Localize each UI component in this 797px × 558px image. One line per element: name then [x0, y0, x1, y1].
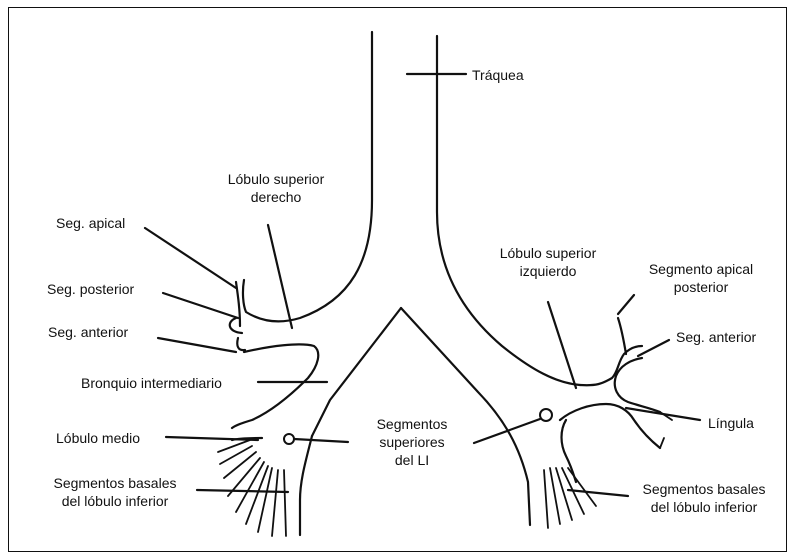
leader-lobulo-superior-izq — [548, 302, 576, 388]
left-apical-posterior-branch — [618, 318, 626, 354]
label-seg-anterior-izq: Seg. anterior — [676, 328, 756, 346]
label-traquea: Tráquea — [472, 66, 524, 84]
leader-seg-anterior-izq — [638, 340, 669, 356]
label-line: Lóbulo superior — [466, 244, 630, 262]
label-line: Segmentos basales — [626, 480, 782, 498]
label-line: izquierdo — [466, 262, 630, 280]
leader-seg-anterior-der — [158, 338, 236, 352]
label-segmentos-basales-der: Segmentos basales del lóbulo inferior — [30, 474, 200, 510]
label-segmento-apical-posterior: Segmento apical posterior — [626, 260, 776, 296]
left-upper-branch — [580, 346, 642, 385]
label-line: derecho — [196, 188, 356, 206]
label-seg-anterior-der: Seg. anterior — [48, 323, 128, 341]
bronchus-intermedius — [232, 344, 318, 428]
leader-lobulo-superior-derecho — [268, 225, 292, 328]
label-segmentos-basales-izq: Segmentos basales del lóbulo inferior — [626, 480, 782, 516]
leader-lingula — [626, 408, 700, 420]
leader-seg-posterior — [163, 293, 238, 318]
leader-segmentos-basales-der — [197, 490, 288, 492]
right-lower-lobe-wall — [300, 436, 312, 535]
left-basal-branch — [544, 470, 548, 528]
left-lower-tip — [660, 438, 664, 448]
right-superior-segment-opening — [284, 434, 294, 444]
label-segmentos-superiores: Segmentos superiores del LI — [352, 415, 472, 469]
right-basal-branch — [224, 452, 256, 478]
left-superior-segment-opening — [540, 409, 552, 421]
right-anterior-branch — [237, 338, 245, 350]
label-seg-posterior: Seg. posterior — [47, 280, 134, 298]
label-line: del lóbulo inferior — [30, 492, 200, 510]
right-basal-branch — [258, 468, 272, 532]
lingula-branch — [615, 358, 660, 412]
label-line: Lóbulo superior — [196, 170, 356, 188]
label-lobulo-medio: Lóbulo medio — [56, 429, 140, 447]
right-basal-branch — [284, 470, 286, 536]
leader-segmentos-superiores-der — [294, 439, 348, 442]
label-line: del lóbulo inferior — [626, 498, 782, 516]
leader-segmentos-basales-izq — [568, 490, 628, 496]
leader-segmentos-superiores-izq — [474, 419, 540, 443]
label-lingula: Língula — [708, 414, 754, 432]
label-line: superiores — [352, 433, 472, 451]
label-line: posterior — [626, 278, 776, 296]
label-line: Segmento apical — [626, 260, 776, 278]
left-basal-branch — [568, 468, 596, 506]
label-lobulo-superior-derecho: Lóbulo superior derecho — [196, 170, 356, 206]
leader-seg-apical — [145, 228, 236, 288]
leader-segmento-apical-posterior — [618, 295, 634, 314]
label-seg-apical: Seg. apical — [56, 214, 125, 232]
label-line: Segmentos — [352, 415, 472, 433]
right-basal-fan — [218, 440, 286, 536]
label-line: Segmentos basales — [30, 474, 200, 492]
label-lobulo-superior-izquierdo: Lóbulo superior izquierdo — [466, 244, 630, 280]
label-line: del LI — [352, 451, 472, 469]
label-bronquio-intermediario: Bronquio intermediario — [81, 374, 222, 392]
right-basal-branch — [272, 470, 278, 536]
